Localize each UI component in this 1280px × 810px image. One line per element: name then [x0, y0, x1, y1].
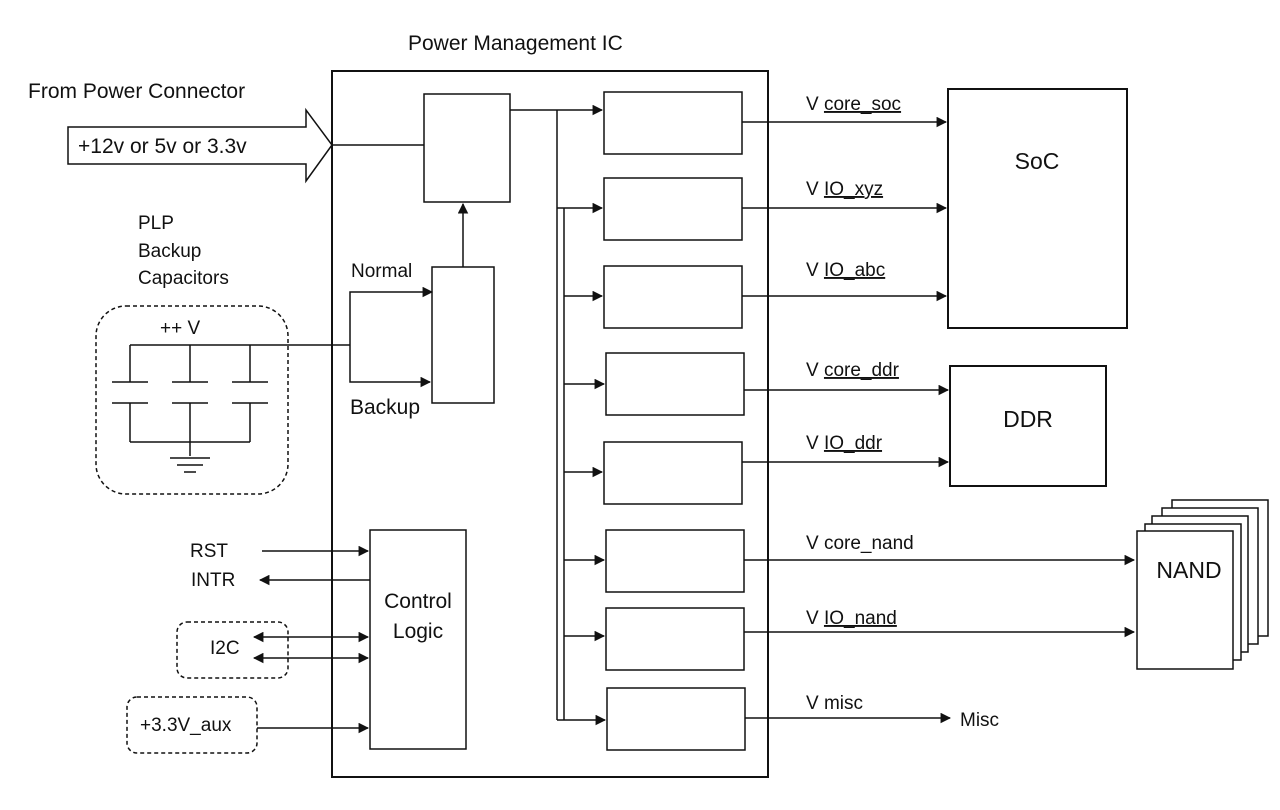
nand-label: NAND — [1156, 557, 1221, 583]
regulator-3 — [564, 265, 743, 329]
regulator-1 — [603, 91, 743, 155]
capacitor-1 — [112, 345, 148, 442]
capacitor-3 — [232, 345, 268, 442]
input-source-label: From Power Connector — [28, 80, 245, 103]
soc-block — [947, 88, 1128, 329]
intr-label: INTR — [191, 570, 235, 591]
pmic-box — [331, 70, 769, 778]
rst-label: RST — [190, 541, 228, 562]
control-logic-block — [369, 529, 467, 750]
ddr-label: DDR — [1003, 406, 1053, 432]
plp-label-line3: Capacitors — [138, 268, 229, 289]
regulator-5 — [564, 441, 743, 505]
capacitor-2 — [172, 345, 208, 456]
regulator-2 — [557, 177, 743, 241]
rail-misc-label: V misc — [806, 693, 863, 714]
plp-capacitor-group — [95, 305, 289, 495]
control-logic-label-line2: Logic — [393, 620, 443, 643]
i2c-label: I2C — [210, 638, 240, 659]
regulator-6 — [564, 529, 745, 593]
diagram-title: Power Management IC — [408, 32, 623, 55]
i2c-group — [176, 621, 289, 679]
plp-label-line1: PLP — [138, 213, 174, 234]
regulator-4 — [564, 352, 745, 416]
plp-rail-label: ++ V — [160, 318, 200, 339]
plp-label-line2: Backup — [138, 241, 201, 262]
rail-io-nand-label: V IO_nand — [806, 608, 897, 629]
power-switch-block — [431, 266, 495, 404]
rail-core-nand-label: V core_nand — [806, 533, 914, 554]
misc-label: Misc — [960, 710, 999, 731]
aux-supply-label: +3.3V_aux — [140, 715, 232, 736]
input-voltage-label: +12v or 5v or 3.3v — [78, 135, 247, 158]
backup-label: Backup — [350, 396, 420, 419]
front-end-block — [423, 93, 511, 203]
rail-io-ddr-label: V IO_ddr — [806, 433, 883, 454]
ddr-block — [949, 365, 1107, 487]
rail-io-abc-label: V IO_abc — [806, 260, 885, 281]
backup-path-arrow — [349, 345, 432, 388]
rail-core-soc-label: V core_soc — [806, 94, 901, 115]
regulator-8 — [557, 687, 746, 751]
soc-label: SoC — [1015, 148, 1060, 174]
control-logic-label-line1: Control — [384, 590, 452, 613]
nand-stack — [1136, 499, 1269, 670]
regulator-7 — [564, 607, 745, 671]
rail-io-xyz-label: V IO_xyz — [806, 179, 883, 200]
rail-core-ddr-label: V core_ddr — [806, 360, 900, 381]
normal-label: Normal — [351, 261, 412, 282]
input-arrow-shape — [67, 107, 333, 184]
aux-supply-group — [126, 696, 258, 754]
normal-path-arrow — [349, 286, 434, 345]
ground-icon — [170, 457, 210, 473]
